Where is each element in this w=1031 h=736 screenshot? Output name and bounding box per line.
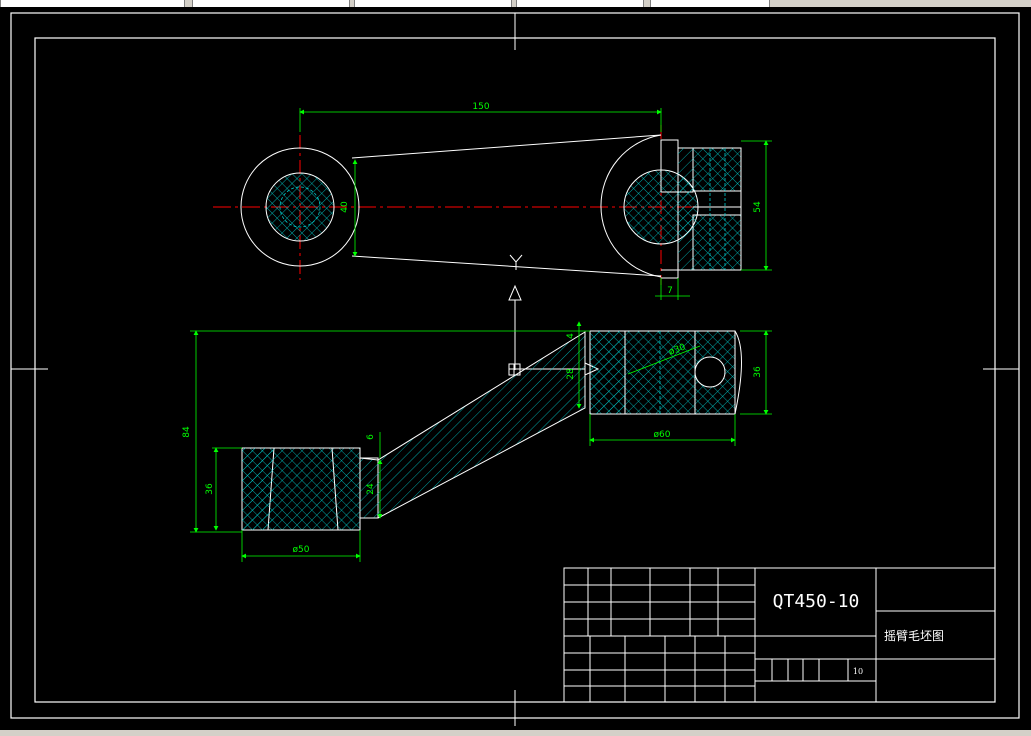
dim-side-top-small: 4 — [566, 333, 576, 339]
dim-top-offset: 7 — [667, 286, 673, 296]
dim-top-length: 150 — [472, 102, 489, 112]
toolbar-strip — [0, 0, 1031, 7]
toolbar-segment[interactable] — [192, 0, 350, 7]
toolbar-segment[interactable] — [354, 0, 512, 7]
dim-top-width: 40 — [340, 201, 350, 213]
sheet-number-label: 10 — [853, 667, 863, 676]
dim-side-web: 24 — [366, 483, 376, 495]
toolbar-segment[interactable] — [650, 0, 770, 7]
side-view[interactable]: 84 36 24 6 4 28 36 ø50 ø60 ø30 — [182, 321, 772, 562]
dim-top-boss-height: 54 — [753, 201, 763, 213]
dim-side-left-small: 6 — [366, 434, 376, 440]
dim-side-height: 84 — [182, 426, 192, 438]
dim-side-right-boss: 36 — [753, 366, 763, 378]
dim-side-right-inner: 28 — [566, 368, 576, 380]
dim-dia-left: ø50 — [293, 545, 310, 555]
top-view[interactable]: 150 40 54 7 — [213, 102, 772, 300]
dim-dia-right: ø60 — [654, 430, 671, 440]
toolbar-segment[interactable] — [516, 0, 644, 7]
material-label: QT450-10 — [773, 591, 860, 612]
command-line-strip[interactable] — [0, 730, 1031, 736]
title-block[interactable] — [563, 567, 996, 703]
dim-side-left-boss: 36 — [205, 483, 215, 495]
toolbar-segment[interactable] — [0, 0, 185, 7]
center-marks — [11, 13, 1019, 726]
cad-drawing-canvas[interactable]: 150 40 54 7 Y — [0, 7, 1031, 730]
drawing-name-label: 摇臂毛坯图 — [884, 629, 944, 643]
